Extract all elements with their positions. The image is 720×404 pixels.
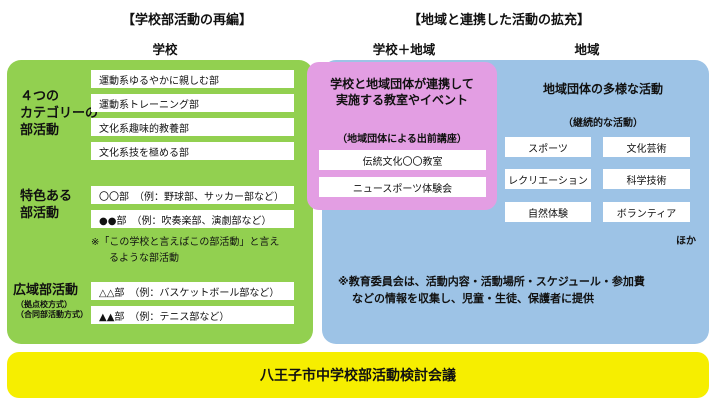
region-activity-item: ボランティア (603, 202, 690, 222)
region-subtitle: （継続的な活動） (563, 118, 643, 129)
footer-bar (7, 352, 709, 398)
four-categories-title: ４つの カテゴリーの 部活動 (20, 88, 98, 139)
special-clubs-note-line2: るような部活動 (109, 253, 179, 264)
wide-area-sub-base-school: （拠点校方式） (16, 300, 72, 309)
category-item: 文化系技を極める部 (91, 142, 294, 160)
special-clubs-title-line2: 部活動 (20, 206, 60, 221)
footer-committee-name: 八王子市中学校部活動検討会議 (260, 368, 456, 384)
wide-area-clubs-title: 広域部活動 (13, 283, 79, 298)
wide-area-sub-joint: （合同部活動方式） (16, 310, 88, 319)
column-label-region: 地域 (574, 42, 600, 57)
wide-club-item: △△部 （例：バスケットボール部など） (91, 282, 294, 300)
region-activity-item: 文化芸術 (603, 137, 690, 157)
school-region-title-line2: 実施する教室やイベント (335, 93, 468, 107)
wide-area-clubs-subtitles: （拠点校方式） （合同部活動方式） (16, 300, 88, 320)
column-label-school-region: 学校＋地域 (372, 42, 436, 57)
board-note-line1: ※教育委員会は、活動内容・活動場所・スケジュール・参加費 (338, 275, 645, 288)
school-region-item: ニュースポーツ体験会 (319, 177, 486, 197)
school-region-title-line1: 学校と地域団体が連携して (330, 77, 474, 91)
wide-club-item: ▲▲部 （例：テニス部など） (91, 306, 294, 324)
board-of-education-note: ※教育委員会は、活動内容・活動場所・スケジュール・参加費 などの情報を収集し、児… (338, 273, 645, 307)
special-clubs-title-line1: 特色ある (20, 189, 73, 204)
special-clubs-note-line1: ※「この学校と言えばこの部活動」と言え (91, 237, 280, 248)
region-title: 地域団体の多様な活動 (542, 82, 663, 96)
board-note-line2: などの情報を収集し、児童・生徒、保護者に提供 (352, 292, 594, 305)
four-categories-title-line3: 部活動 (20, 123, 60, 138)
school-region-item: 伝統文化〇〇教室 (319, 150, 486, 170)
school-region-title: 学校と地域団体が連携して 実施する教室やイベント (307, 76, 497, 108)
special-clubs-note: ※「この学校と言えばこの部活動」と言え るような部活動 (91, 235, 279, 267)
region-activity-item: スポーツ (505, 137, 591, 157)
region-activity-item: レクリエーション (505, 169, 591, 189)
header-school-reorganization: 【学校部活動の再編】 (122, 13, 253, 28)
region-etc-label: ほか (676, 236, 696, 247)
column-label-school: 学校 (152, 42, 178, 57)
category-item: 文化系趣味的教養部 (91, 118, 294, 136)
category-item: 運動系ゆるやかに親しむ部 (91, 70, 294, 88)
special-club-item: 〇〇部 （例：野球部、サッカー部など） (91, 186, 294, 204)
school-region-subtitle: （地域団体による出前講座） (337, 134, 467, 145)
special-club-item: ●●部 （例：吹奏楽部、演劇部など） (91, 210, 294, 228)
four-categories-title-line2: カテゴリーの (20, 106, 99, 121)
category-item: 運動系トレーニング部 (91, 94, 294, 112)
special-clubs-title: 特色ある 部活動 (20, 188, 72, 222)
region-activity-item: 科学技術 (603, 169, 690, 189)
region-activity-item: 自然体験 (505, 202, 591, 222)
header-regional-expansion: 【地域と連携した活動の拡充】 (408, 13, 591, 28)
four-categories-title-line1: ４つの (20, 89, 60, 104)
